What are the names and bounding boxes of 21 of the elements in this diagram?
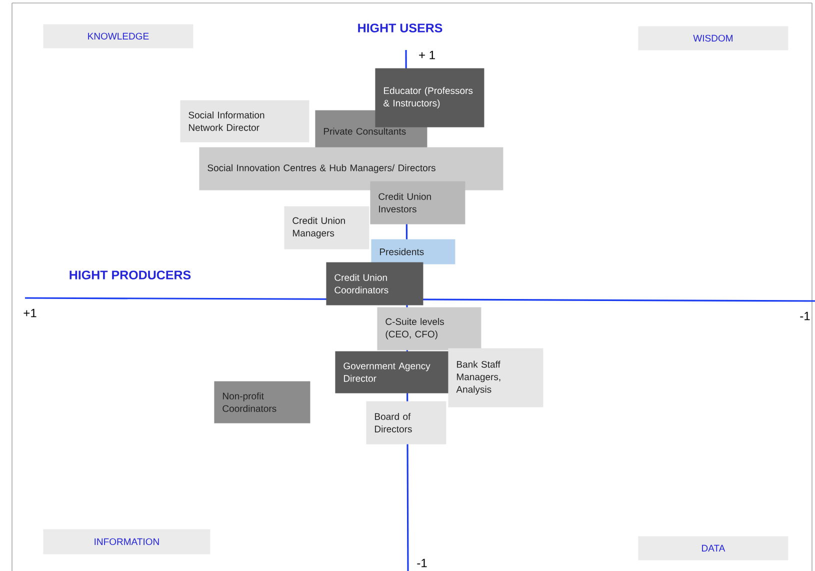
quadrant-label: KNOWLEDGE bbox=[43, 24, 194, 48]
role-box: Credit Union Investors bbox=[370, 181, 466, 224]
axis-title: HIGHT PRODUCERS bbox=[70, 270, 191, 280]
role-box: Government Agency Director bbox=[335, 351, 452, 394]
role-box: Board of Directors bbox=[366, 401, 446, 444]
role-box: Presidents bbox=[371, 239, 456, 264]
role-box: Social Innovation Centres & Hub Managers/ Directors bbox=[199, 147, 504, 190]
role-box: Bank Staff Managers, Analysis bbox=[448, 348, 544, 408]
quadrant-label: INFORMATION bbox=[43, 529, 210, 554]
quadrant-label: WISDOM bbox=[638, 26, 788, 50]
role-box: Non-profit Coordinators bbox=[214, 381, 310, 424]
quadrant-label: DATA bbox=[638, 536, 788, 560]
axis-value: -1 bbox=[800, 312, 810, 320]
role-box: Credit Union Coordinators bbox=[326, 262, 424, 306]
axis-title: HIGHT USERS bbox=[358, 24, 442, 32]
role-box: Social Information Network Director bbox=[180, 100, 310, 142]
role-box: Credit Union Managers bbox=[284, 206, 370, 250]
axis-value: -1 bbox=[417, 558, 427, 568]
role-box: C-Suite levels (CEO, CFO) bbox=[377, 307, 482, 350]
role-box: Educator (Professors & Instructors) bbox=[375, 68, 484, 128]
axis-value: +1 bbox=[24, 308, 36, 318]
